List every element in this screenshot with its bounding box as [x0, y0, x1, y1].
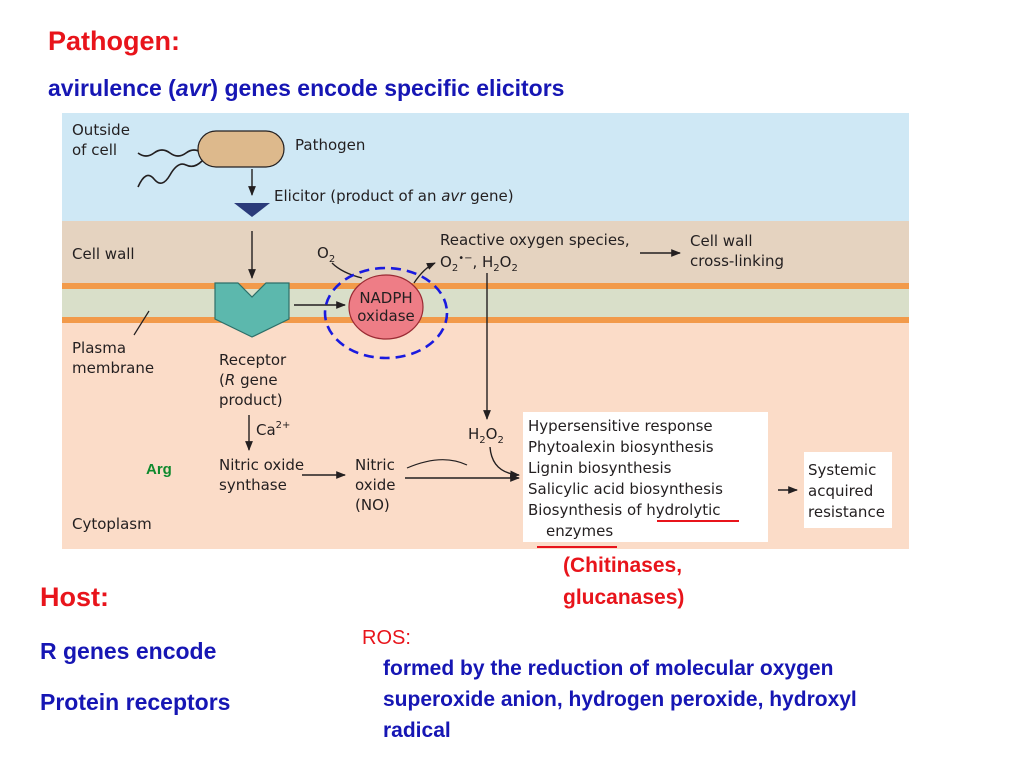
- outside-label-1: Outside: [72, 121, 130, 139]
- receptor-label-1: Receptor: [219, 351, 287, 369]
- membrane-bottom-line: [62, 317, 909, 323]
- nos-label-2: synthase: [219, 476, 287, 494]
- ca-label: Ca2+: [256, 420, 290, 439]
- h2o2-o: O: [486, 425, 498, 443]
- o2-label: O2: [317, 244, 335, 265]
- outside-label-2: of cell: [72, 141, 117, 159]
- host-title: Host:: [40, 582, 109, 612]
- no-label-2: oxide: [355, 476, 396, 494]
- receptor-protein: [214, 282, 290, 338]
- pathogen-label: Pathogen: [295, 136, 365, 154]
- membrane-middle: [62, 289, 909, 317]
- ros-line3: radical: [383, 719, 451, 742]
- no-label-1: Nitric: [355, 456, 395, 474]
- receptor-label-3: product): [219, 391, 283, 409]
- response-item: enzymes: [546, 522, 613, 540]
- plasma-membrane-pointer: [133, 310, 150, 336]
- avr-subtitle-post: ) genes encode specific elicitors: [210, 75, 565, 101]
- host-line1: R genes encode: [40, 638, 217, 664]
- elicitor-label-pre: Elicitor (product of an: [274, 187, 441, 205]
- ros-title: ROS:: [362, 627, 411, 649]
- nadph-highlight-circle: [323, 266, 449, 360]
- no-curve: [406, 459, 468, 469]
- receptor-label-2-rest: gene: [235, 371, 277, 389]
- cell-wall-band: [62, 221, 909, 283]
- ros-line2: superoxide anion, hydrogen peroxide, hyd…: [383, 688, 857, 711]
- arg-label: Arg: [146, 461, 172, 478]
- plasma-membrane-label-1: Plasma: [72, 339, 126, 357]
- o2-label-sub: 2: [329, 254, 335, 265]
- elicitor-icon: [234, 203, 270, 217]
- receptor-label-2: (R gene: [219, 371, 278, 389]
- sar-label-2: acquired: [808, 482, 873, 500]
- receptor-label-2-open: (: [219, 371, 225, 389]
- receptor-label-2-italic: R: [225, 371, 235, 389]
- ros-h-sub: 2: [493, 263, 499, 274]
- h2o2-h: H: [468, 425, 479, 443]
- nadph-label-2: oxidase: [357, 307, 415, 325]
- h2o2-sub1: 2: [479, 435, 485, 446]
- ros-label-line2: O2•−, H2O2: [440, 253, 518, 274]
- response-item: Hypersensitive response: [528, 417, 713, 435]
- o2-to-nadph-line: [331, 262, 363, 279]
- nadph-to-ros-arrow: [413, 262, 436, 284]
- pathogen-cell: [197, 130, 285, 168]
- outside-band: [62, 113, 909, 221]
- ros-label-line1: Reactive oxygen species,: [440, 231, 630, 249]
- ros-h: , H: [472, 253, 493, 271]
- ros-o2-sub: 2: [511, 263, 517, 274]
- avr-subtitle-pre: avirulence (: [48, 75, 176, 101]
- plasma-membrane-label-2: membrane: [72, 359, 154, 377]
- sar-box: [804, 452, 892, 528]
- response-item: Lignin biosynthesis: [528, 459, 672, 477]
- avr-subtitle: avirulence (avr) genes encode specific e…: [48, 75, 564, 102]
- elicitor-label: Elicitor (product of an avr gene): [274, 187, 514, 205]
- elicitor-label-post: gene): [465, 187, 513, 205]
- response-item: Phytoalexin biosynthesis: [528, 438, 714, 456]
- crosslinking-label-1: Cell wall: [690, 232, 753, 250]
- nos-label-1: Nitric oxide: [219, 456, 304, 474]
- response-item: Biosynthesis of hydrolytic: [528, 501, 721, 519]
- cell-wall-label: Cell wall: [72, 245, 135, 263]
- ros-o-sup: •−: [458, 253, 472, 264]
- membrane-top-line: [62, 283, 909, 289]
- ros-o-sub: 2: [452, 263, 458, 274]
- ca-label-sup: 2+: [276, 420, 291, 431]
- sar-label-1: Systemic: [808, 461, 876, 479]
- pathogen-flagella: [137, 149, 203, 188]
- chitinases-line2: glucanases): [563, 586, 685, 609]
- elicitor-label-italic: avr: [441, 187, 466, 205]
- sar-label-3: resistance: [808, 503, 885, 521]
- enzymes-underline: [537, 546, 617, 548]
- h2o2-label: H2O2: [468, 425, 504, 446]
- response-item: Salicylic acid biosynthesis: [528, 480, 723, 498]
- ros-o2: O: [500, 253, 512, 271]
- chitinases-line1: (Chitinases,: [563, 554, 683, 577]
- o2-label-main: O: [317, 244, 329, 262]
- defense-signaling-diagram: Outside of cell Pathogen Elicitor (produ…: [62, 113, 909, 549]
- ros-line1: formed by the reduction of molecular oxy…: [383, 657, 834, 680]
- host-line2: Protein receptors: [40, 689, 231, 715]
- cytoplasm-label: Cytoplasm: [72, 515, 152, 533]
- crosslinking-label-2: cross-linking: [690, 252, 784, 270]
- nadph-label-1: NADPH: [359, 289, 412, 307]
- pathogen-title: Pathogen:: [48, 26, 180, 56]
- h2o2-sub2: 2: [497, 435, 503, 446]
- avr-subtitle-italic: avr: [175, 75, 211, 101]
- ca-label-main: Ca: [256, 421, 276, 439]
- ros-o: O: [440, 253, 452, 271]
- no-label-3: (NO): [355, 496, 390, 514]
- nadph-oxidase: [348, 274, 424, 340]
